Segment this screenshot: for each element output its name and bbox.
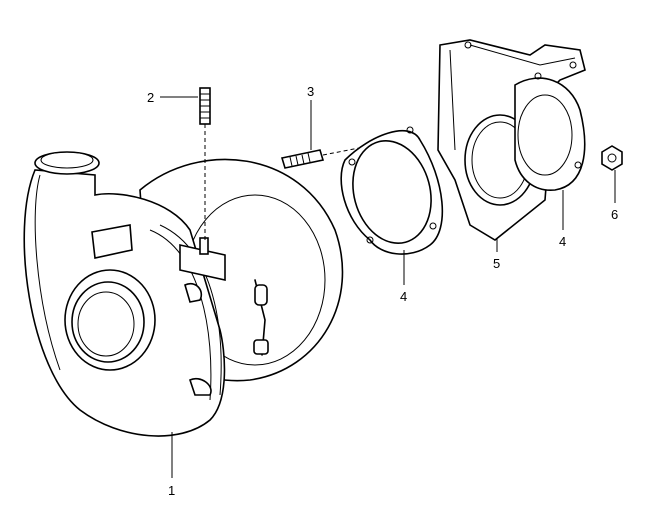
callout-2: 2	[147, 90, 155, 105]
turbocharger-drawing	[23, 151, 344, 437]
callout-4-left: 4	[400, 289, 408, 304]
gasket-4-right-drawing	[514, 72, 586, 191]
leader-lines	[160, 96, 616, 478]
callout-1: 1	[168, 483, 176, 498]
callout-4-right: 4	[559, 234, 567, 249]
nut-6-drawing	[601, 145, 623, 171]
stud-3-drawing	[280, 141, 391, 169]
stud-2-drawing	[199, 87, 211, 240]
gasket-4-left-drawing	[340, 126, 444, 255]
callout-5: 5	[493, 256, 501, 271]
callout-3: 3	[307, 84, 315, 99]
callout-6: 6	[611, 207, 619, 222]
